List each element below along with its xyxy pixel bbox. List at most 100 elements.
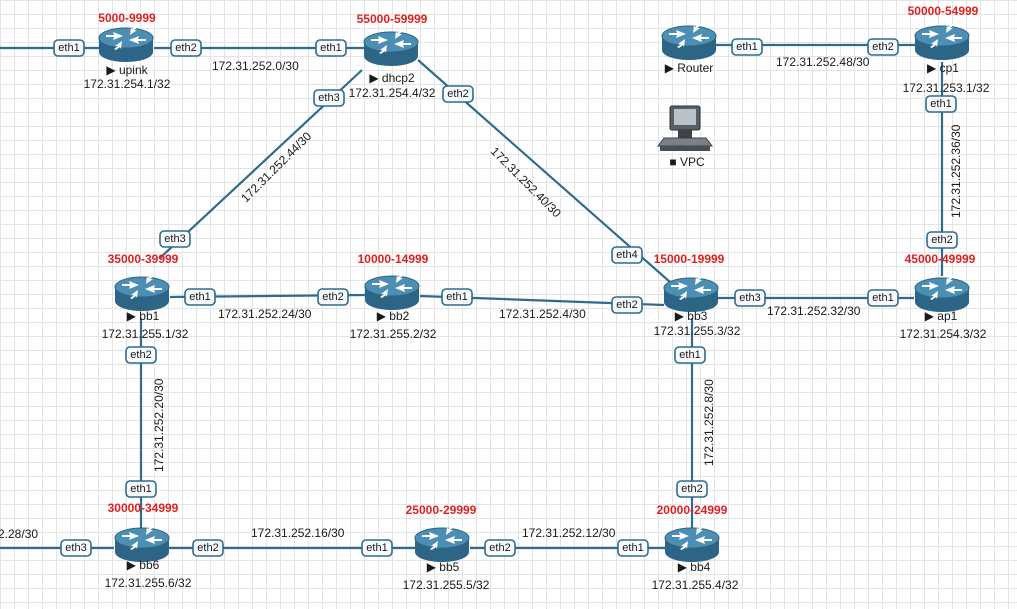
node-ap1[interactable]: 45000-49999 ▶ ap1 172.31.254.3/32 bbox=[900, 252, 987, 341]
port-label: eth3 bbox=[739, 292, 760, 304]
port-label: eth2 bbox=[681, 483, 702, 495]
port-label: eth2 bbox=[872, 41, 893, 53]
router-icon[interactable] bbox=[114, 274, 170, 312]
port-upink-eth2[interactable]: eth2 bbox=[170, 39, 202, 57]
port-bb3-eth3[interactable]: eth3 bbox=[734, 289, 766, 307]
node-bb5[interactable]: 25000-29999 ▶ bb5 172.31.255.5/32 bbox=[403, 503, 490, 592]
node-dhcp2[interactable]: 55000-59999 ▶ dhcp2 172.31.254.4/32 bbox=[349, 12, 436, 100]
node-bb4[interactable]: 20000-24999 ▶ bb4 172.31.255.4/32 bbox=[652, 503, 739, 592]
node-cp1[interactable]: 50000-54999 ▶ cp1 172.31.253.1/32 bbox=[903, 4, 990, 95]
port-bb6-eth3[interactable]: eth3 bbox=[60, 539, 92, 557]
port-label: eth1 bbox=[189, 291, 210, 303]
port-bb1-eth3[interactable]: eth3 bbox=[159, 230, 191, 248]
subnet-label-upink-dhcp2: 172.31.252.0/30 bbox=[212, 59, 299, 73]
node-upink[interactable]: 5000-9999 ▶ upink 172.31.254.1/32 bbox=[84, 11, 171, 91]
port-bb5-eth2[interactable]: eth2 bbox=[484, 539, 516, 557]
port-bb3-eth4[interactable]: eth4 bbox=[611, 246, 643, 264]
router-icon[interactable] bbox=[664, 525, 720, 563]
port-ap1-eth2[interactable]: eth2 bbox=[926, 231, 958, 249]
router-icon[interactable] bbox=[914, 275, 970, 313]
node-bb6[interactable]: 30000-34999 ▶ bb6 172.31.255.6/32 bbox=[105, 501, 192, 590]
port-dhcp2-eth2[interactable]: eth2 bbox=[442, 85, 474, 103]
router-icon[interactable] bbox=[114, 525, 170, 563]
router-icon[interactable] bbox=[663, 275, 719, 313]
port-bb1-eth1[interactable]: eth1 bbox=[184, 288, 216, 306]
port-bb1-eth2[interactable]: eth2 bbox=[125, 346, 157, 364]
node-range: 30000-34999 bbox=[108, 501, 179, 515]
router-icon[interactable] bbox=[414, 525, 470, 563]
port-label: eth1 bbox=[130, 483, 151, 495]
node-range: 10000-14999 bbox=[358, 252, 429, 266]
node-name[interactable]: ▶ dhcp2 bbox=[369, 71, 415, 85]
node-bb3[interactable]: 15000-19999 ▶ bb3 172.31.255.3/32 bbox=[654, 252, 741, 338]
port-label: eth2 bbox=[931, 234, 952, 246]
node-name[interactable]: ▶ ap1 bbox=[925, 309, 958, 323]
node-name[interactable]: ▶ upink bbox=[106, 63, 148, 77]
node-name[interactable]: ▶ bb2 bbox=[377, 309, 410, 323]
port-label: eth2 bbox=[175, 42, 196, 54]
port-cp1-eth2[interactable]: eth2 bbox=[867, 38, 899, 56]
port-label: eth1 bbox=[622, 542, 643, 554]
port-bb6-eth2[interactable]: eth2 bbox=[192, 539, 224, 557]
port-bb3-eth1[interactable]: eth1 bbox=[674, 346, 706, 364]
port-label: eth1 bbox=[872, 292, 893, 304]
router-icon[interactable] bbox=[661, 23, 717, 61]
node-address: 172.31.253.1/32 bbox=[903, 81, 990, 95]
node-address: 172.31.255.1/32 bbox=[102, 327, 189, 341]
port-label: eth1 bbox=[736, 41, 757, 53]
node-name[interactable]: ▶ cp1 bbox=[927, 61, 959, 75]
node-range: 25000-29999 bbox=[406, 503, 477, 517]
subnet-label-cp1-ap1: 172.31.252.36/30 bbox=[949, 124, 963, 218]
subnet-label-router-cp1: 172.31.252.48/30 bbox=[776, 55, 870, 69]
node-name[interactable]: ▶ bb3 bbox=[675, 309, 708, 323]
node-router[interactable]: ▶ Router bbox=[661, 23, 717, 75]
port-router-eth1[interactable]: eth1 bbox=[731, 38, 763, 56]
node-address: 172.31.255.2/32 bbox=[350, 327, 437, 341]
node-name[interactable]: ▶ bb6 bbox=[127, 558, 160, 572]
port-upink-eth1[interactable]: eth1 bbox=[53, 39, 85, 57]
node-name[interactable]: ▶ Router bbox=[665, 61, 714, 75]
subnet-label-bb1-bb6: 172.31.252.20/30 bbox=[152, 378, 166, 472]
router-icon[interactable] bbox=[98, 25, 154, 63]
node-name[interactable]: ▶ bb4 bbox=[678, 560, 711, 574]
router-icon[interactable] bbox=[364, 273, 420, 311]
node-name[interactable]: ▶ bb5 bbox=[427, 560, 460, 574]
port-bb2-eth2[interactable]: eth2 bbox=[317, 288, 349, 306]
port-label: eth3 bbox=[318, 92, 339, 104]
port-bb6-eth1[interactable]: eth1 bbox=[125, 480, 157, 498]
port-bb4-eth1[interactable]: eth1 bbox=[617, 539, 649, 557]
port-label: eth1 bbox=[679, 349, 700, 361]
port-label: eth1 bbox=[366, 542, 387, 554]
node-name[interactable]: ▶ bb1 bbox=[127, 309, 160, 323]
computer-icon[interactable] bbox=[657, 105, 713, 151]
port-label: eth1 bbox=[58, 42, 79, 54]
port-bb2-eth1[interactable]: eth1 bbox=[441, 288, 473, 306]
port-dhcp2-eth3[interactable]: eth3 bbox=[313, 89, 345, 107]
node-name[interactable]: ■ VPC bbox=[669, 155, 705, 169]
port-label: eth3 bbox=[65, 542, 86, 554]
subnet-label-dhcp2-bb1: 172.31.252.44/30 bbox=[238, 129, 314, 205]
port-label: eth2 bbox=[130, 349, 151, 361]
port-bb4-eth2[interactable]: eth2 bbox=[676, 480, 708, 498]
subnet-label-bb5-bb4: 172.31.252.12/30 bbox=[522, 526, 616, 540]
router-icon[interactable] bbox=[363, 29, 419, 67]
node-bb2[interactable]: 10000-14999 ▶ bb2 172.31.255.2/32 bbox=[350, 252, 437, 341]
port-bb3-eth2[interactable]: eth2 bbox=[611, 296, 643, 314]
port-label: eth1 bbox=[446, 291, 467, 303]
port-dhcp2-eth1[interactable]: eth1 bbox=[315, 39, 347, 57]
port-label: eth2 bbox=[322, 291, 343, 303]
node-vpc[interactable]: ■ VPC bbox=[657, 105, 713, 169]
node-range: 55000-59999 bbox=[357, 12, 428, 26]
node-range: 20000-24999 bbox=[657, 503, 728, 517]
port-ap1-eth1[interactable]: eth1 bbox=[867, 289, 899, 307]
port-cp1-eth1[interactable]: eth1 bbox=[925, 95, 957, 113]
node-range: 5000-9999 bbox=[98, 11, 156, 25]
router-icon[interactable] bbox=[914, 23, 970, 61]
subnet-label-bb2-bb3: 172.31.252.4/30 bbox=[499, 307, 586, 321]
subnet-label-left-bb6: 2.28/30 bbox=[0, 527, 38, 541]
port-label: eth1 bbox=[930, 98, 951, 110]
node-bb1[interactable]: 35000-39999 ▶ bb1 172.31.255.1/32 bbox=[102, 252, 189, 341]
node-address: 172.31.255.4/32 bbox=[652, 578, 739, 592]
node-address: 172.31.255.6/32 bbox=[105, 576, 192, 590]
port-bb5-eth1[interactable]: eth1 bbox=[361, 539, 393, 557]
